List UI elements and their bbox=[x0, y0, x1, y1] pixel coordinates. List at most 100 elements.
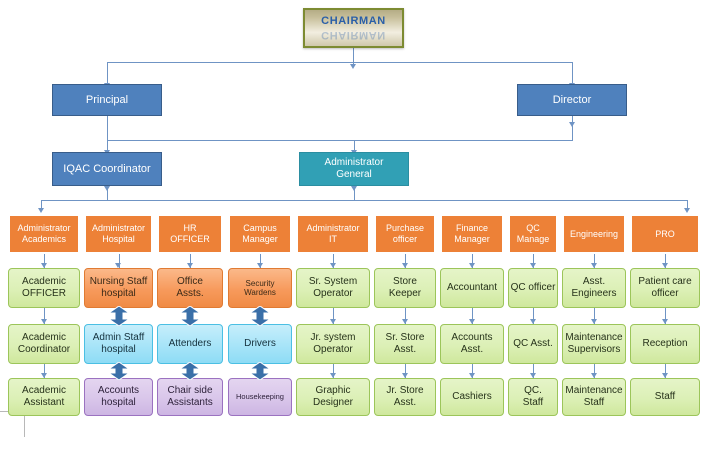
node-r2-qc-officer-line1: QC officer bbox=[510, 282, 556, 294]
admin-general-line2: General bbox=[336, 169, 372, 180]
node-r2-qc-officer[interactable]: QC officer bbox=[508, 268, 558, 308]
node-r2-asst[interactable]: Asst.Engineers bbox=[562, 268, 626, 308]
connector-bus-level1 bbox=[107, 62, 573, 63]
node-r2-store-line1: Store bbox=[393, 276, 417, 288]
connector-drop-adming bbox=[354, 140, 355, 152]
connector-col0-head-r2 bbox=[44, 254, 45, 268]
connector-col9-head-r2 bbox=[665, 254, 666, 268]
connector-col9-r3-r4 bbox=[665, 364, 666, 378]
connector-col7-r2-r3 bbox=[533, 308, 534, 324]
node-r3-academic-line1: Academic bbox=[22, 332, 66, 344]
node-r4-staff[interactable]: Staff bbox=[630, 378, 700, 416]
connector-tail-gray bbox=[24, 411, 25, 437]
node-head-pro[interactable]: PRO bbox=[630, 214, 700, 254]
node-iqac-coordinator[interactable]: IQAC Coordinator bbox=[52, 152, 162, 186]
connector-col0-r2-r3-arrow bbox=[40, 319, 47, 324]
double-arrow-col3-r3-r4 bbox=[250, 362, 270, 380]
connector-col4-head-r2 bbox=[333, 254, 334, 268]
connector-col4-r2-r3 bbox=[333, 308, 334, 324]
node-director[interactable]: Director bbox=[517, 84, 627, 116]
node-principal[interactable]: Principal bbox=[52, 84, 162, 116]
connector-principal-down bbox=[107, 116, 108, 142]
node-r2-accountant-line1: Accountant bbox=[446, 282, 498, 294]
connector-col0-r2-r3 bbox=[44, 308, 45, 324]
connector-adming-down bbox=[354, 186, 355, 200]
node-r4-accounts-line2: hospital bbox=[101, 397, 136, 408]
node-r4-qc[interactable]: QC.Staff bbox=[508, 378, 558, 416]
double-arrow-col1-r2-r3 bbox=[108, 306, 129, 326]
node-head-campus-manager-line2: Manager bbox=[242, 234, 278, 244]
iqac-label: IQAC Coordinator bbox=[63, 162, 151, 175]
node-r3-qc-asst-line1: QC Asst. bbox=[513, 338, 553, 350]
node-r3-reception[interactable]: Reception bbox=[630, 324, 700, 364]
connector-col6-head-r2 bbox=[472, 254, 473, 268]
connector-col5-r3-r4-arrow bbox=[401, 373, 408, 378]
node-r3-reception-line1: Reception bbox=[642, 338, 688, 350]
node-r2-accountant[interactable]: Accountant bbox=[440, 268, 504, 308]
connector-col9-head-r2-arrow bbox=[661, 263, 668, 268]
node-head-hr-officer-line1: HR bbox=[183, 223, 197, 234]
double-arrow-col2-r3-r4 bbox=[180, 362, 200, 380]
node-head-engineering[interactable]: Engineering bbox=[562, 214, 626, 254]
connector-drop-right-end bbox=[687, 200, 688, 210]
connector-bus-level2 bbox=[107, 140, 573, 141]
node-r2-nursing-staff-line1: Nursing Staff bbox=[89, 276, 148, 288]
node-chairman[interactable]: CHAIRMAN CHAIRMAN bbox=[303, 8, 404, 48]
node-head-purchase-officer-line2: officer bbox=[392, 234, 418, 244]
connector-col4-r3-r4-arrow bbox=[329, 373, 336, 378]
connector-col8-r3-r4 bbox=[594, 364, 595, 378]
connector-director-down bbox=[572, 116, 573, 140]
node-r4-jr-store-line2: Asst. bbox=[393, 397, 417, 408]
node-r4-housekeeping[interactable]: Housekeeping bbox=[228, 378, 292, 416]
node-r3-qc-asst[interactable]: QC Asst. bbox=[508, 324, 558, 364]
node-r3-academic-line2: Coordinator bbox=[17, 344, 71, 355]
connector-col5-r3-r4 bbox=[405, 364, 406, 378]
node-administrator-general[interactable]: Administrator General bbox=[299, 152, 409, 186]
connector-col4-r2-r3-arrow bbox=[329, 319, 336, 324]
node-r2-sr-system-line2: Operator bbox=[313, 288, 353, 299]
node-r4-staff-line1: Staff bbox=[654, 391, 676, 403]
node-r4-academic-line1: Academic bbox=[22, 385, 66, 397]
node-r3-attenders[interactable]: Attenders bbox=[157, 324, 223, 364]
connector-col9-r2-r3 bbox=[665, 308, 666, 324]
node-r2-nursing-staff-line2: hospital bbox=[101, 288, 136, 299]
connector-col1-head-r2 bbox=[118, 254, 120, 268]
node-r3-sr-store-line2: Asst. bbox=[393, 344, 417, 355]
connector-col8-r3-r4-arrow bbox=[590, 373, 597, 378]
connector-drop-principal bbox=[107, 62, 108, 84]
node-head-finance-manager-line2: Manager bbox=[454, 234, 490, 244]
connector-col6-r2-r3 bbox=[472, 308, 473, 324]
node-r4-cashiers[interactable]: Cashiers bbox=[440, 378, 504, 416]
node-r3-admin-staff-line2: hospital bbox=[101, 344, 136, 355]
connector-drop-iqac bbox=[107, 140, 108, 152]
node-r3-drivers[interactable]: Drivers bbox=[228, 324, 292, 364]
connector-col4-head-r2-arrow bbox=[329, 263, 336, 268]
